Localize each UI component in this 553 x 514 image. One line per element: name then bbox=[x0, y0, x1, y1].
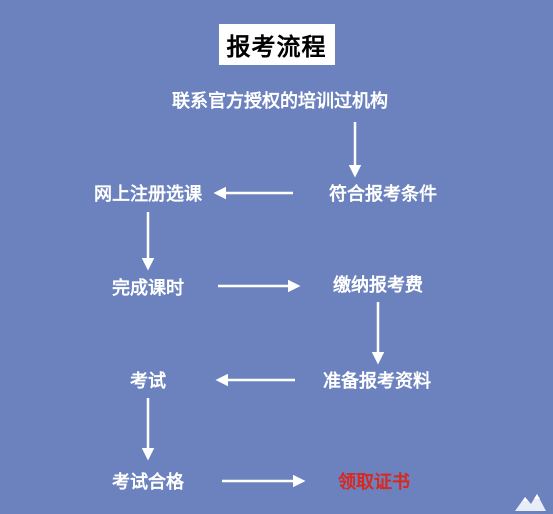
step-pay-fee: 缴纳报考费 bbox=[333, 275, 423, 296]
title-wrapper: 报考流程 bbox=[0, 24, 553, 65]
step-certificate: 领取证书 bbox=[338, 472, 410, 493]
corner-decoration-icon bbox=[515, 494, 546, 511]
step-pass: 考试合格 bbox=[112, 472, 184, 493]
step-exam: 考试 bbox=[130, 371, 166, 392]
step-prepare: 准备报考资料 bbox=[323, 371, 431, 392]
step-register: 网上注册选课 bbox=[94, 184, 202, 205]
step-complete-hours: 完成课时 bbox=[112, 278, 184, 299]
step-contact: 联系官方授权的培训过机构 bbox=[172, 91, 388, 112]
page-title: 报考流程 bbox=[218, 24, 335, 65]
step-conditions: 符合报考条件 bbox=[329, 184, 437, 205]
